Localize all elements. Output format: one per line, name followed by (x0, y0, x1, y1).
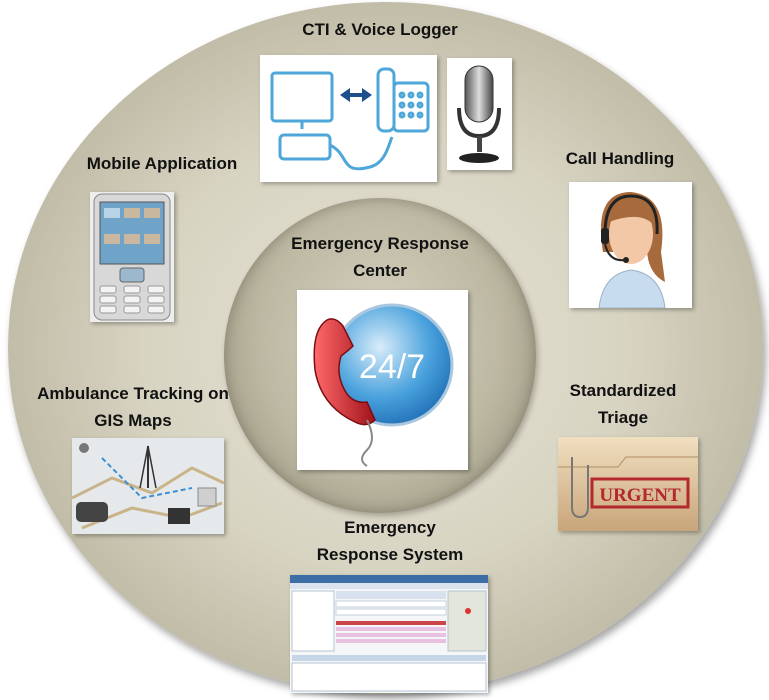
gis-map-icon (72, 438, 224, 534)
red-phone-handset-icon (313, 318, 376, 467)
software-window-icon (290, 575, 488, 692)
gis-map-image (72, 438, 224, 534)
arrows-icon (340, 88, 372, 102)
computer-icon (270, 71, 394, 171)
desk-phone-icon (376, 67, 430, 133)
clock-badge-icon: 24/7 (330, 303, 454, 427)
mobile-phone-icon (93, 193, 171, 321)
center-title: Emergency Response Center (260, 230, 500, 284)
ers-label-line2: Response System (316, 545, 464, 564)
ambulance-label-line1: Ambulance Tracking on (37, 384, 229, 403)
mobile-phone-image (90, 192, 174, 322)
center-title-line1: Emergency Response (291, 234, 469, 253)
center-title-line2: Center (353, 261, 407, 280)
mobile-label: Mobile Application (86, 154, 238, 173)
urgent-stamp-text: URGENT (599, 485, 681, 506)
badge-24-7-text: 24/7 (359, 348, 425, 386)
microphone-image (447, 58, 512, 170)
microphone-icon (457, 65, 501, 163)
urgent-folder-image: URGENT (558, 437, 698, 531)
ers-software-screenshot (290, 575, 488, 693)
headset-agent-icon (598, 192, 666, 308)
center-24-7-image: 24/7 (297, 290, 468, 470)
triage-label: Standardized Triage (548, 377, 698, 431)
ers-label-line1: Emergency (344, 518, 436, 537)
urgent-folder-icon: URGENT (558, 437, 698, 531)
call-handling-label: Call Handling (565, 149, 675, 168)
triage-label-line2: Triage (597, 408, 649, 427)
ambulance-label-line2: GIS Maps (94, 411, 172, 430)
triage-label-line1: Standardized (569, 381, 677, 400)
cti-label: CTI & Voice Logger (302, 20, 458, 39)
ers-label: Emergency Response System (280, 514, 500, 568)
ambulance-label: Ambulance Tracking on GIS Maps (18, 380, 248, 434)
call-agent-image (569, 182, 692, 308)
cti-computer-phone-image (260, 55, 437, 182)
